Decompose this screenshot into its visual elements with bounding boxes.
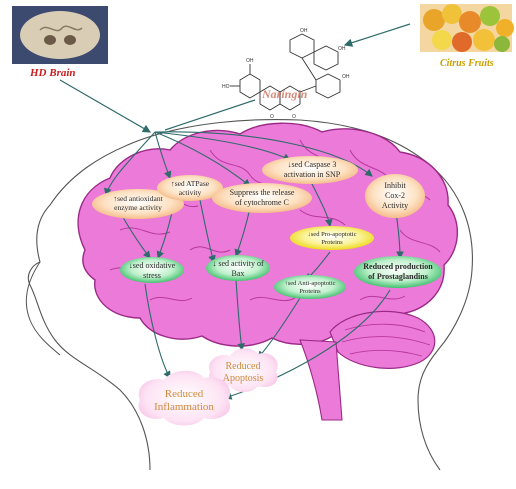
node-atpase-line2: activity (179, 188, 202, 197)
svg-text:OH: OH (338, 46, 346, 52)
node-proapoptotic: ↓sed Pro-apoptotic Proteins (290, 226, 374, 250)
node-atpase-line1: ↑sed ATPase (171, 179, 210, 188)
naringin-label: Naringin (261, 87, 308, 101)
node-antioxidant-line1: ↑sed antioxidant (113, 194, 163, 203)
node-bax: ↓ sed activity of Bax (206, 255, 270, 281)
node-antiapoptotic-line2: Proteins (299, 288, 321, 295)
cerebellum (330, 311, 435, 368)
outcome-inflammation-line2: Inflammation (154, 401, 214, 413)
node-cox2-line3: Activity (382, 201, 408, 210)
node-prostaglandins-line1: Reduced production (363, 262, 433, 271)
svg-text:O: O (270, 114, 274, 120)
node-cox2-line2: Cox-2 (385, 191, 405, 200)
node-bax-line1: ↓ sed activity of (212, 259, 264, 268)
svg-text:HO: HO (222, 84, 230, 90)
citrus-fruits-label: Citrus Fruits (440, 58, 494, 69)
arrow-naringin-to-hub (165, 100, 255, 130)
outcome-apoptosis-line1: Reduced (226, 361, 261, 372)
node-cytochrome: Suppress the release of cytochrome C (212, 183, 312, 213)
citrus-fruits-image (420, 4, 514, 52)
node-caspase: ↓sed Caspase 3 activation in SNP (262, 156, 358, 184)
node-oxidative-stress: ↓sed oxidative stress (120, 257, 184, 283)
node-proapoptotic-line1: ↓sed Pro-apoptotic (308, 231, 357, 238)
node-prostaglandins: Reduced production of Prostaglandins (354, 256, 442, 288)
hd-brain-label: HD Brain (29, 67, 76, 79)
node-antioxidant-line2: enzyme activity (114, 203, 162, 212)
brain-stem (300, 340, 342, 420)
node-prostaglandins-line2: of Prostaglandins (368, 272, 428, 281)
node-bax-line2: Bax (232, 269, 245, 278)
node-caspase-line1: ↓sed Caspase 3 (288, 160, 337, 169)
svg-text:OH: OH (246, 58, 254, 64)
naringin-atoms: OH HO OH OH OH O O (222, 28, 350, 120)
arrow-citrus-to-naringin (345, 24, 410, 45)
outcome-inflammation-line1: Reduced (165, 388, 204, 400)
outcome-reduced-inflammation: Reduced Inflammation (139, 371, 231, 426)
node-cytochrome-line2: of cytochrome C (235, 198, 289, 207)
nose-line (26, 262, 60, 355)
node-oxidative-line2: stress (143, 271, 161, 280)
node-oxidative-line1: ↓sed oxidative (129, 261, 176, 270)
svg-text:OH: OH (300, 28, 308, 34)
node-proapoptotic-line2: Proteins (321, 239, 343, 246)
node-cox2-line1: Inhibit (384, 181, 406, 190)
node-cox2: Inhibit Cox-2 Activity (365, 174, 425, 218)
hd-brain-image (12, 6, 108, 64)
node-caspase-line2: activation in SNP (284, 170, 341, 179)
svg-text:OH: OH (342, 74, 350, 80)
node-antiapoptotic: ↑sed Anti-apoptotic Proteins (274, 275, 346, 299)
arrow-brain-to-hub (60, 80, 150, 132)
svg-text:O: O (292, 114, 296, 120)
node-antiapoptotic-line1: ↑sed Anti-apoptotic (284, 280, 335, 287)
node-cytochrome-line1: Suppress the release (230, 188, 295, 197)
outcome-apoptosis-line2: Apoptosis (223, 373, 264, 384)
